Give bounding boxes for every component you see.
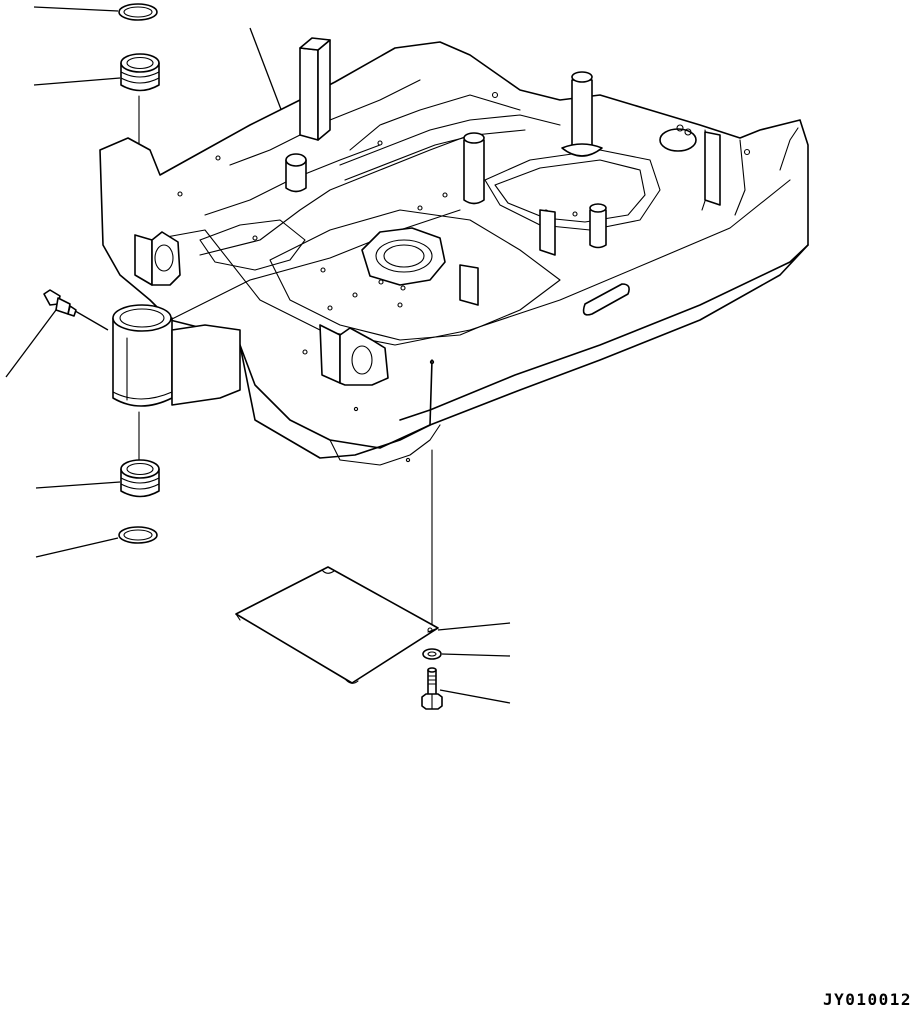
bolt-holes <box>177 91 751 463</box>
leader-bottom-bushing <box>35 481 121 489</box>
leader-upper-bracket <box>249 27 283 113</box>
frame-posts <box>285 37 721 306</box>
leader-top-ring <box>33 6 119 12</box>
leader-bottom-ring <box>35 537 119 558</box>
leader-top-bushing <box>33 77 121 86</box>
leader-grease-fitting <box>5 309 57 378</box>
leader-lines <box>5 6 511 704</box>
leader-washer <box>441 653 511 657</box>
bolt <box>421 667 443 710</box>
leader-bolt <box>439 689 511 704</box>
top-bushing <box>120 53 160 92</box>
bottom-bushing <box>120 459 160 498</box>
leader-boss <box>69 307 109 331</box>
top-o-ring <box>118 3 158 21</box>
grease-fitting <box>43 289 77 317</box>
cover-plate <box>235 566 439 684</box>
washer <box>422 648 442 660</box>
drawing-code: JY010012 <box>822 990 912 1009</box>
revolving-frame <box>99 37 809 466</box>
leader-cover-plate <box>437 622 511 631</box>
swing-post-boss <box>112 304 241 407</box>
bottom-o-ring <box>118 526 158 544</box>
